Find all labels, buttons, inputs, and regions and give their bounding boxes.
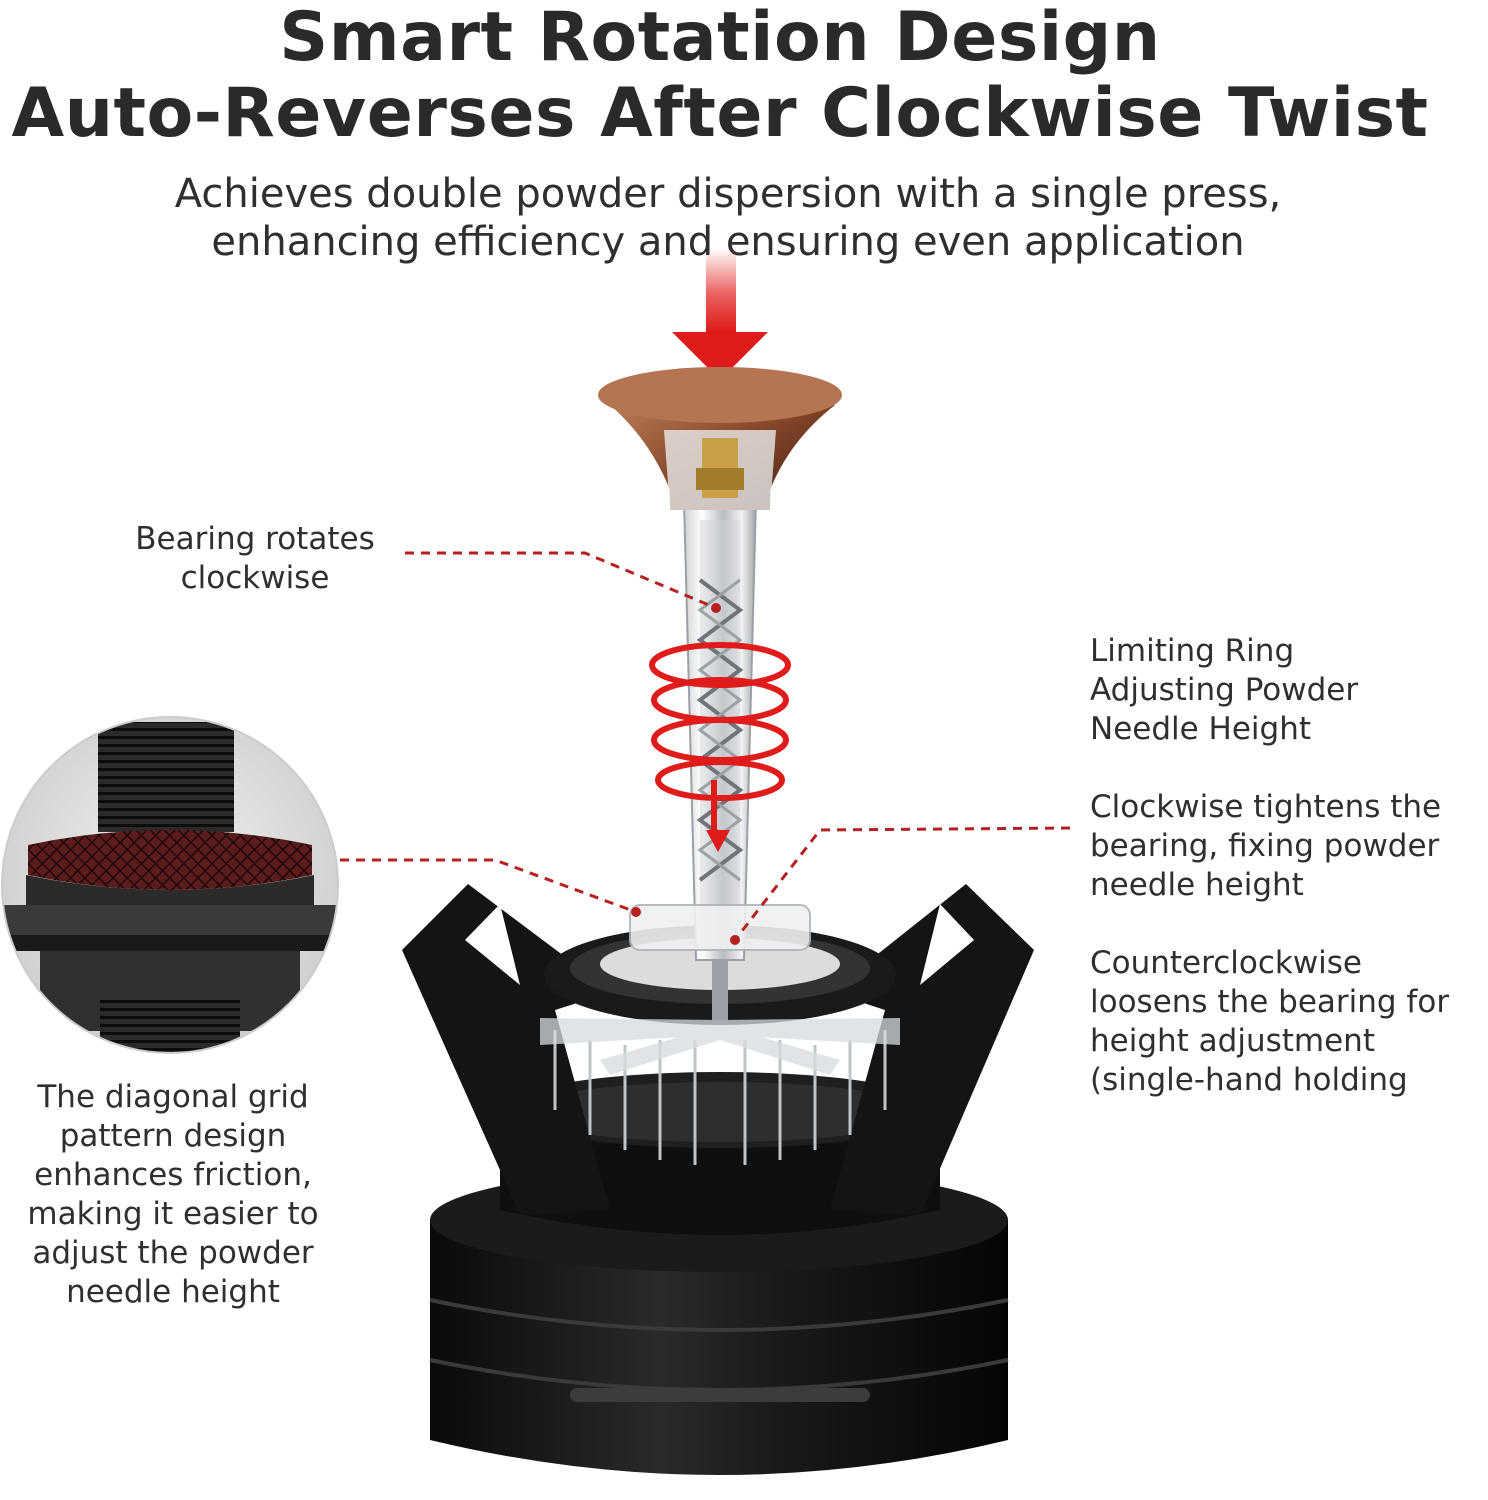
callout-bearing-line-1: Bearing rotates [135, 521, 375, 557]
center-shaft [629, 499, 811, 1020]
callout-counter-line-3: height adjustment [1090, 1023, 1375, 1059]
callout-clockwise-line-3: needle height [1090, 867, 1304, 903]
callout-diagonal-line-3: enhances friction, [34, 1157, 312, 1193]
callout-limiting-ring: Limiting Ring Adjusting Powder Needle He… [1090, 632, 1480, 749]
callout-limiting-line-3: Needle Height [1090, 711, 1312, 747]
needle-spokes [540, 1018, 900, 1075]
callout-diagonal-line-6: needle height [66, 1274, 280, 1310]
callout-leader-lines [340, 551, 1071, 941]
callout-clockwise: Clockwise tightens the bearing, fixing p… [1090, 788, 1488, 905]
callout-limiting-line-1: Limiting Ring [1090, 633, 1295, 669]
wooden-knob [598, 367, 842, 510]
distributor-base [402, 884, 1034, 1475]
callout-counter-line-4: (single-hand holding [1090, 1062, 1408, 1098]
down-arrow-icon [672, 248, 768, 380]
callout-endpoints [631, 603, 740, 945]
callout-clockwise-line-2: bearing, fixing powder [1090, 828, 1440, 864]
subtitle-line-1: Achieves double powder dispersion with a… [174, 171, 1282, 217]
callout-diagonal-line-1: The diagonal grid [37, 1079, 309, 1115]
callout-clockwise-line-1: Clockwise tightens the [1090, 789, 1442, 825]
spiral-rotation-icon [649, 642, 791, 852]
callout-diagonal-line-2: pattern design [59, 1118, 287, 1154]
callout-diagonal-line-4: making it easier to [27, 1196, 319, 1232]
callout-bearing: Bearing rotates clockwise [110, 520, 400, 598]
callout-bearing-line-2: clockwise [180, 560, 330, 596]
headline-line-2: Auto-Reverses After Clockwise Twist [11, 74, 1429, 153]
callout-counter-line-1: Counterclockwise [1090, 945, 1363, 981]
callout-counterclockwise: Counterclockwise loosens the bearing for… [1090, 944, 1488, 1100]
headline-line-1: Smart Rotation Design [279, 0, 1161, 77]
callout-counter-line-2: loosens the bearing for [1090, 984, 1450, 1020]
callout-diagonal-grid: The diagonal grid pattern design enhance… [0, 1078, 346, 1312]
callout-diagonal-line-5: adjust the powder [32, 1235, 314, 1271]
callout-limiting-line-2: Adjusting Powder [1090, 672, 1359, 708]
knurled-ring-closeup [2, 717, 338, 1053]
